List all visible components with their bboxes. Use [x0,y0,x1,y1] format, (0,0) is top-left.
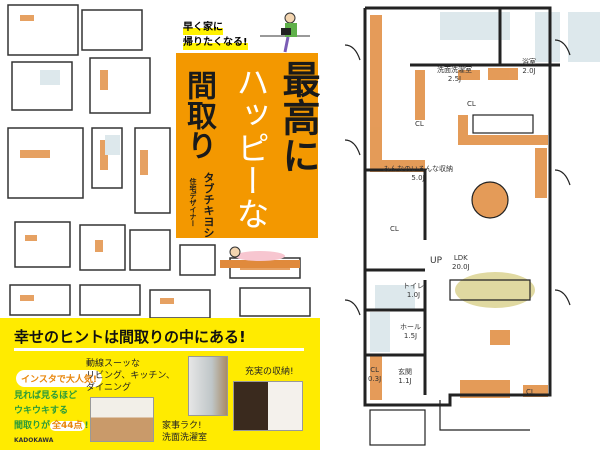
stair-label: UP [430,256,443,266]
room-size: 2.5J [447,75,462,83]
room-size: 2.0J [522,67,536,75]
floor-plan [344,6,600,446]
room-name: CL [370,366,379,374]
room-size: 20.0J [452,263,470,271]
photo-living [90,397,154,442]
book-cover: 早く家に 帰りたくなる! 最高に ハッピーな 間取り 住宅デザイナー タブチキヨ… [0,4,320,450]
room-label: CL [390,225,399,233]
promo-line: 間取りが全44点! [14,419,89,434]
room-name: 玄関 [398,368,412,376]
caption-line: ダイニング [86,383,132,393]
caption-line: 家事ラク! [162,421,202,431]
headline: 幸せのヒントは間取りの中にある! [14,328,246,346]
person-at-desk-illustration [260,12,310,53]
caption-living: 動線スーッな リビング、キッチン、 ダイニング [86,358,175,394]
title-main: 最高に [276,60,320,174]
promo-count: 全44点 [50,421,85,431]
room-name: 浴室 [522,58,536,66]
caption-line: 洗面洗濯室 [162,433,208,443]
photo-storage [233,381,303,431]
room-size: 1.5J [403,332,418,340]
caption-line: 動線スーッな [86,359,141,369]
room-size: 1.1J [398,377,412,385]
tagline-line: 早く家に [183,20,223,35]
room-label: CL [415,120,424,128]
room-name: ホール [400,323,421,331]
person-lying-illustration [220,246,300,268]
room-size: 1.0J [406,291,421,299]
room-name: LDK [453,254,468,262]
room-label: CL [526,388,535,396]
publisher-logo: KADOKAWA [14,437,54,444]
room-size: 0.3J [368,375,382,383]
caption-storage: 充実の収納! [245,367,294,377]
promo-line: ウキウキする [14,406,69,416]
promo-text-part: 間取りが [14,421,51,431]
room-label: CL [467,100,476,108]
author-role: 住宅デザイナー [189,178,197,227]
room-name: 洗面洗濯室 [437,66,472,74]
title-block [176,53,318,238]
author-name: タブチキヨシ [202,172,215,238]
tagline: 早く家に 帰りたくなる! [183,20,248,50]
caption-line: リビング、キッチン、 [86,371,175,381]
promo-text: 見れば見るほど ウキウキする 間取りが全44点! [14,389,89,434]
tagline-line: 帰りたくなる! [183,35,248,50]
title-happy: ハッピーな [231,65,270,230]
floor-plan-collage [7,4,311,319]
room-size: 5.0J [411,174,425,182]
headline-underline [14,348,304,351]
title-madori: 間取り [181,70,216,160]
popularity-badge: インスタで大人気! [16,370,102,387]
promo-line: 見れば見るほど [14,391,78,401]
promo-text-part: ! [84,421,89,431]
room-name: みんなのいろんな収納 [383,165,453,173]
photo-laundry [188,356,228,416]
room-name: トイレ [403,282,424,290]
caption-laundry: 家事ラク! 洗面洗濯室 [162,420,207,444]
